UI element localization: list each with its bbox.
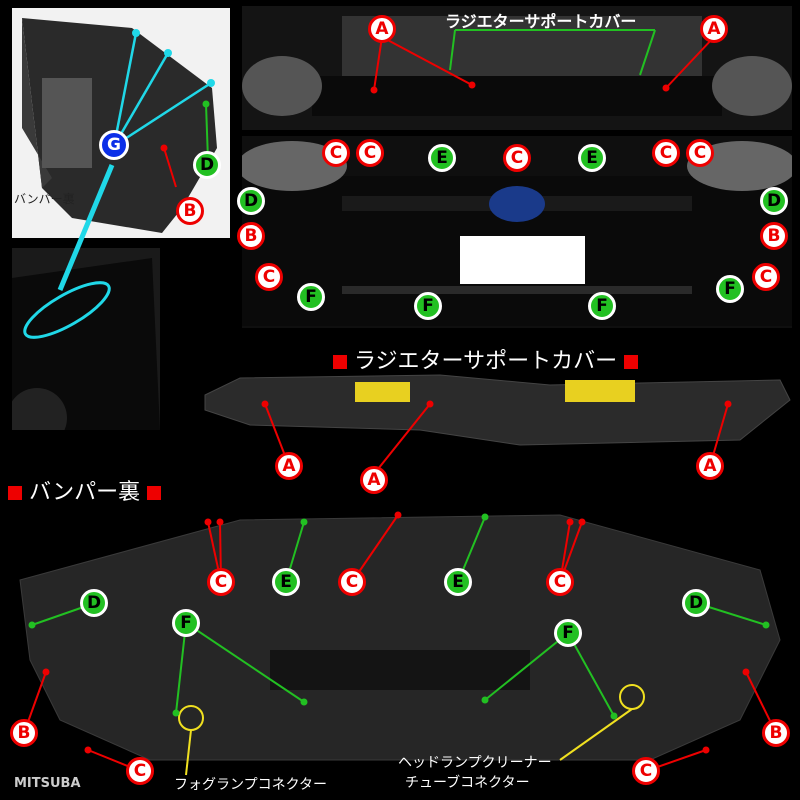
- marker-c: C: [207, 568, 235, 596]
- marker-a: A: [696, 452, 724, 480]
- marker-f: F: [172, 609, 200, 637]
- marker-g: G: [99, 130, 129, 160]
- marker-c: C: [632, 757, 660, 785]
- cyan-dots: [132, 29, 215, 87]
- marker-c: C: [686, 139, 714, 167]
- yellow-lines: [178, 684, 645, 776]
- marker-f: F: [554, 619, 582, 647]
- marker-e: E: [444, 568, 472, 596]
- cyan-lines: [57, 32, 212, 291]
- marker-c: C: [126, 757, 154, 785]
- marker-b: B: [760, 222, 788, 250]
- marker-a: A: [275, 452, 303, 480]
- red-dots: [42, 81, 750, 754]
- bumper-back-closeup-photo: [12, 8, 230, 238]
- marker-d: D: [682, 589, 710, 617]
- bumper-closeup-illustration: [22, 18, 217, 233]
- marker-e: E: [428, 144, 456, 172]
- marker-b: B: [762, 719, 790, 747]
- marker-c: C: [322, 139, 350, 167]
- red-square-icon: [8, 486, 22, 500]
- marker-b: B: [237, 222, 265, 250]
- marker-b: B: [176, 197, 204, 225]
- marker-a: A: [368, 15, 396, 43]
- radiator-cover-title: ラジエターサポートカバー: [333, 343, 639, 375]
- bumper-back-title: バンパー裏: [8, 474, 162, 506]
- top-label-bracket: [449, 29, 656, 76]
- green-lines: [31, 103, 767, 717]
- marker-c: C: [546, 568, 574, 596]
- marker-f: F: [297, 283, 325, 311]
- marker-c: C: [255, 263, 283, 291]
- marker-d: D: [760, 187, 788, 215]
- marker-f: F: [414, 292, 442, 320]
- radiator-cover-top-label: ラジエターサポートカバー: [445, 12, 637, 31]
- marker-f: F: [588, 292, 616, 320]
- car-side-illustration: [12, 258, 160, 430]
- marker-c: C: [356, 139, 384, 167]
- marker-a: A: [360, 466, 388, 494]
- marker-a: A: [700, 15, 728, 43]
- red-lines: [23, 36, 777, 772]
- marker-d: D: [80, 589, 108, 617]
- red-square-icon: [147, 486, 162, 500]
- marker-c: C: [503, 144, 531, 172]
- brand-logo: MITSUBA: [14, 776, 81, 791]
- headlamp-cleaner-label-1: ヘッドランプクリーナー: [398, 755, 552, 771]
- car-front-illustration: [242, 141, 792, 326]
- car-front-photo: [242, 136, 792, 328]
- marker-d: D: [237, 187, 265, 215]
- bumper-back-small-label: バンパー裏: [14, 192, 75, 206]
- marker-e: E: [272, 568, 300, 596]
- red-square-icon: [333, 355, 347, 369]
- fog-connector-label: フォグランプコネクター: [174, 777, 328, 793]
- red-square-icon: [624, 355, 639, 369]
- marker-d: D: [193, 151, 221, 179]
- marker-c: C: [752, 263, 780, 291]
- marker-b: B: [10, 719, 38, 747]
- marker-c: C: [338, 568, 366, 596]
- green-dots: [28, 100, 770, 720]
- marker-f: F: [716, 275, 744, 303]
- marker-e: E: [578, 144, 606, 172]
- marker-c: C: [652, 139, 680, 167]
- car-side-photo: [12, 248, 160, 430]
- radiator-cover-title-text: ラジエターサポートカバー: [354, 349, 618, 374]
- bumper-back-title-text: バンパー裏: [29, 480, 141, 505]
- headlamp-cleaner-label-2: チューブコネクター: [405, 775, 530, 791]
